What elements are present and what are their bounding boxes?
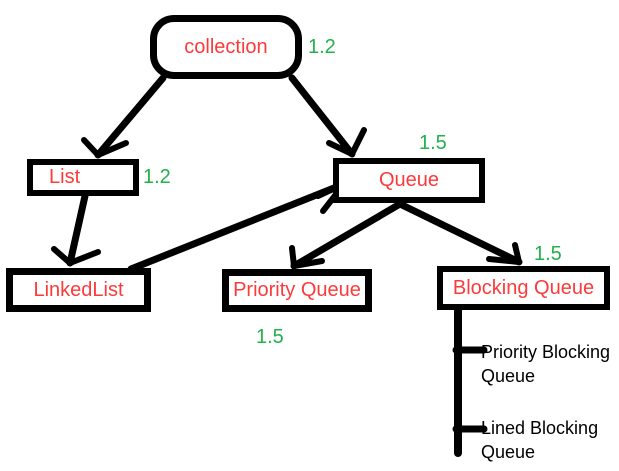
node-lined-blocking-queue: Lined Blocking Queue <box>481 418 599 462</box>
node-priority-blocking-queue: Priority Blocking Queue <box>481 342 611 386</box>
edge-queue-to-blocking-queue <box>396 200 523 266</box>
node-priority-queue: Priority Queue <box>222 269 372 312</box>
edge-queue-to-priority-queue <box>289 200 404 270</box>
node-list-label: List <box>49 166 81 188</box>
node-blocking-queue: Blocking Queue <box>437 266 610 310</box>
node-queue: Queue <box>333 158 485 203</box>
version-queue: 1.5 <box>419 132 447 154</box>
edge-collection-to-queue <box>288 74 367 158</box>
version-list: 1.2 <box>143 166 171 188</box>
edge-list-to-linkedlist <box>51 192 101 267</box>
node-collection: collection <box>150 15 302 79</box>
node-blocking-queue-label: Blocking Queue <box>452 276 595 299</box>
version-priority-queue: 1.5 <box>256 326 284 348</box>
node-queue-label: Queue <box>378 169 440 191</box>
node-priority-queue-label: Priority Queue <box>233 279 361 301</box>
node-linkedlist-label: LinkedList <box>33 278 124 301</box>
edge-blocking-queue-children <box>452 302 488 457</box>
edge-collection-to-list <box>81 74 167 159</box>
node-list: List <box>27 159 139 196</box>
node-linkedlist: LinkedList <box>6 268 151 312</box>
version-collection: 1.2 <box>308 36 336 58</box>
node-collection-label: collection <box>184 35 268 58</box>
version-blocking-queue: 1.5 <box>534 243 562 265</box>
